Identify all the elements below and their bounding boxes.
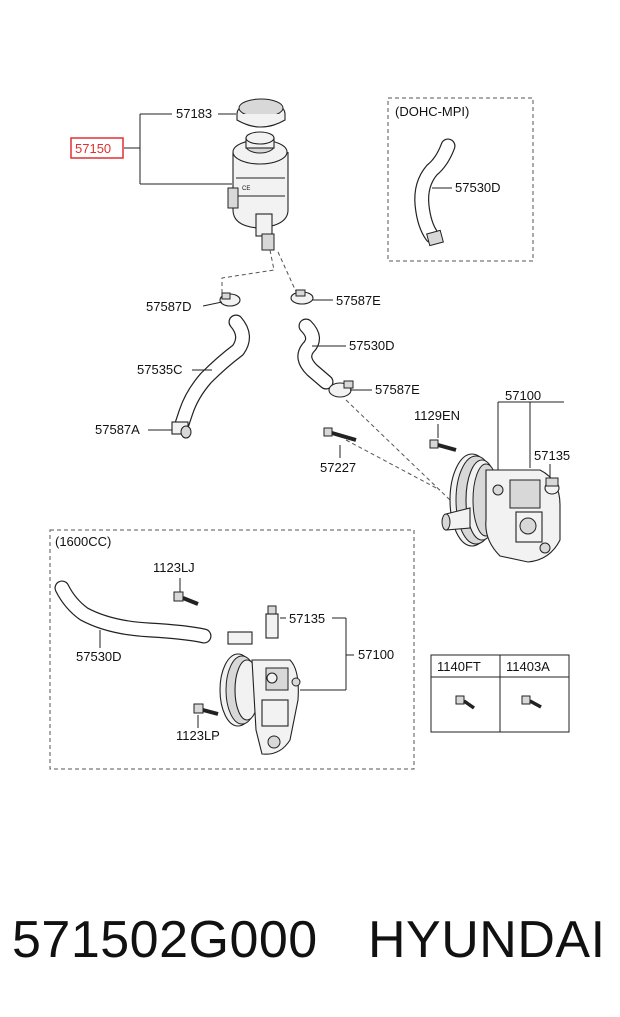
clamp-57587a (171, 421, 192, 439)
reservoir-tank: CE (227, 131, 289, 251)
dohc-mpi-box (387, 97, 534, 262)
bolt-1140ft-icon (455, 695, 476, 710)
label-1600cc: (1600CC) (55, 534, 111, 549)
label-57535c: 57535C (137, 362, 183, 377)
power-steering-pump-lower (219, 653, 301, 755)
clamp-57587d (219, 292, 241, 307)
label-57587d: 57587D (146, 299, 192, 314)
fastener-table: 1140FT 11403A (430, 654, 570, 733)
brand-name: HYUNDAI (368, 911, 606, 969)
label-57100-lower: 57100 (358, 647, 394, 662)
label-57100-upper: 57100 (505, 388, 541, 403)
hose-57535c (174, 314, 250, 432)
clamp-57587e-lower (328, 380, 354, 398)
bolt-11403a-icon (521, 695, 542, 709)
part-number: 571502G000 (12, 911, 318, 969)
hose-57530d-1600cc (54, 580, 253, 645)
reservoir-cap (236, 98, 286, 128)
parts-diagram: CE 57183 57150 (DOHC-MPI) 57530D 57587D … (49, 97, 570, 770)
fitting-57135-lower (265, 605, 279, 639)
label-1123lp: 1123LP (176, 728, 220, 743)
label-57135-lower: 57135 (289, 611, 325, 626)
label-57183: 57183 (176, 106, 212, 121)
label-57587e-upper: 57587E (336, 293, 381, 308)
bolt-1123lp (193, 703, 219, 716)
highlight-box (70, 137, 124, 159)
label-57135-upper: 57135 (534, 448, 570, 463)
label-dohc-mpi: (DOHC-MPI) (395, 104, 469, 119)
hose-57530d-mid (297, 318, 334, 390)
hose-57530d-dohc (414, 138, 456, 247)
power-steering-pump-upper (441, 453, 561, 563)
label-57587a: 57587A (95, 422, 140, 437)
label-57530d-mid: 57530D (349, 338, 395, 353)
svg-text:CE: CE (242, 186, 250, 192)
label-1129en: 1129EN (414, 408, 460, 423)
label-57587e-lower: 57587E (375, 382, 420, 397)
label-57530d-1600cc: 57530D (76, 649, 122, 664)
label-11403a: 11403A (506, 659, 550, 674)
clamp-57587e-upper (290, 289, 314, 305)
box-1600cc (49, 529, 415, 770)
label-1140ft: 1140FT (437, 659, 481, 674)
label-57227: 57227 (320, 460, 356, 475)
label-1123lj: 1123LJ (153, 560, 195, 575)
bolt-1129en (429, 439, 457, 452)
label-57530d-dohc: 57530D (455, 180, 501, 195)
bolt-57227 (323, 427, 357, 442)
footer: 571502G000 HYUNDAI (0, 895, 620, 985)
label-57150[interactable]: 57150 (75, 141, 111, 156)
bolt-1123lj (173, 591, 199, 606)
fitting-57135-upper (544, 477, 560, 495)
